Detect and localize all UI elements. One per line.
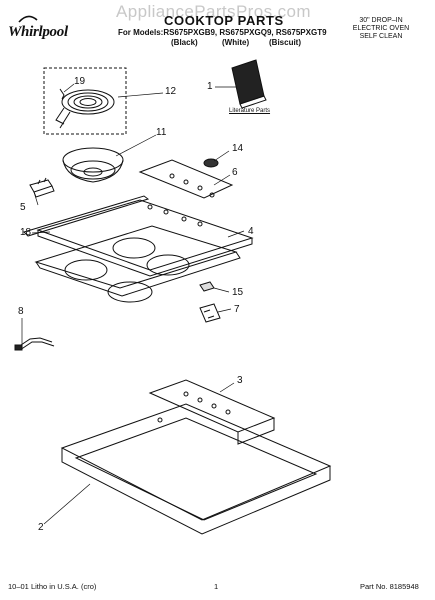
callout-12: 12 [165,86,177,97]
receptacle-block [29,177,55,198]
wire-harness [14,337,55,351]
control-housing [148,379,276,445]
brand-logo: Whirlpool [8,24,68,40]
models-line: For Models:RS675PXGB9, RS675PXGQ9, RS675… [118,28,327,37]
infinite-switch [199,303,221,323]
drip-bowl [62,147,124,183]
callout-11: 11 [156,127,167,138]
cooktop-trim-strip [23,195,150,237]
cooktop-glass [34,225,241,303]
callout-8: 8 [18,306,24,317]
callout-14: 14 [232,143,244,154]
callout-3: 3 [237,375,243,386]
page-title: COOKTOP PARTS [164,13,284,28]
literature-label: Literature Parts [229,108,271,114]
color-black: (Black) [171,38,198,47]
callout-5: 5 [20,202,26,213]
burner-box [60,403,332,535]
cooktop-frame [36,199,254,277]
brand-logo-swoosh [18,15,38,23]
footer-print-info: 10–01 Litho in U.S.A. (cro) [8,582,97,591]
footer-part-number: Part No. 8185948 [360,582,419,591]
color-white: (White) [222,38,250,47]
callout-18: 18 [20,227,32,238]
callout-2: 2 [38,522,44,533]
oven-type-line-1: 30" DROP–IN [359,17,403,24]
oven-type-line-2: ELECTRIC OVEN [352,25,410,32]
callout-4: 4 [248,226,254,237]
control-panel-insulator [138,159,234,199]
callout-7: 7 [234,304,240,315]
literature-parts-booklet [231,59,267,109]
footer-page-number: 1 [214,582,219,591]
terminal-block [199,281,215,292]
surface-element-coil [55,89,115,129]
oven-type-line-3: SELF CLEAN [359,33,403,40]
element-clip [59,88,65,100]
knob-insulator [203,158,219,168]
color-biscuit: (Biscuit) [269,38,301,47]
callout-1: 1 [207,81,213,92]
callout-19: 19 [74,76,86,87]
watermark: AppliancePartsPros.com [116,2,311,21]
callout-15: 15 [232,287,244,298]
callout-6: 6 [232,167,238,178]
element-group-box [43,67,127,135]
